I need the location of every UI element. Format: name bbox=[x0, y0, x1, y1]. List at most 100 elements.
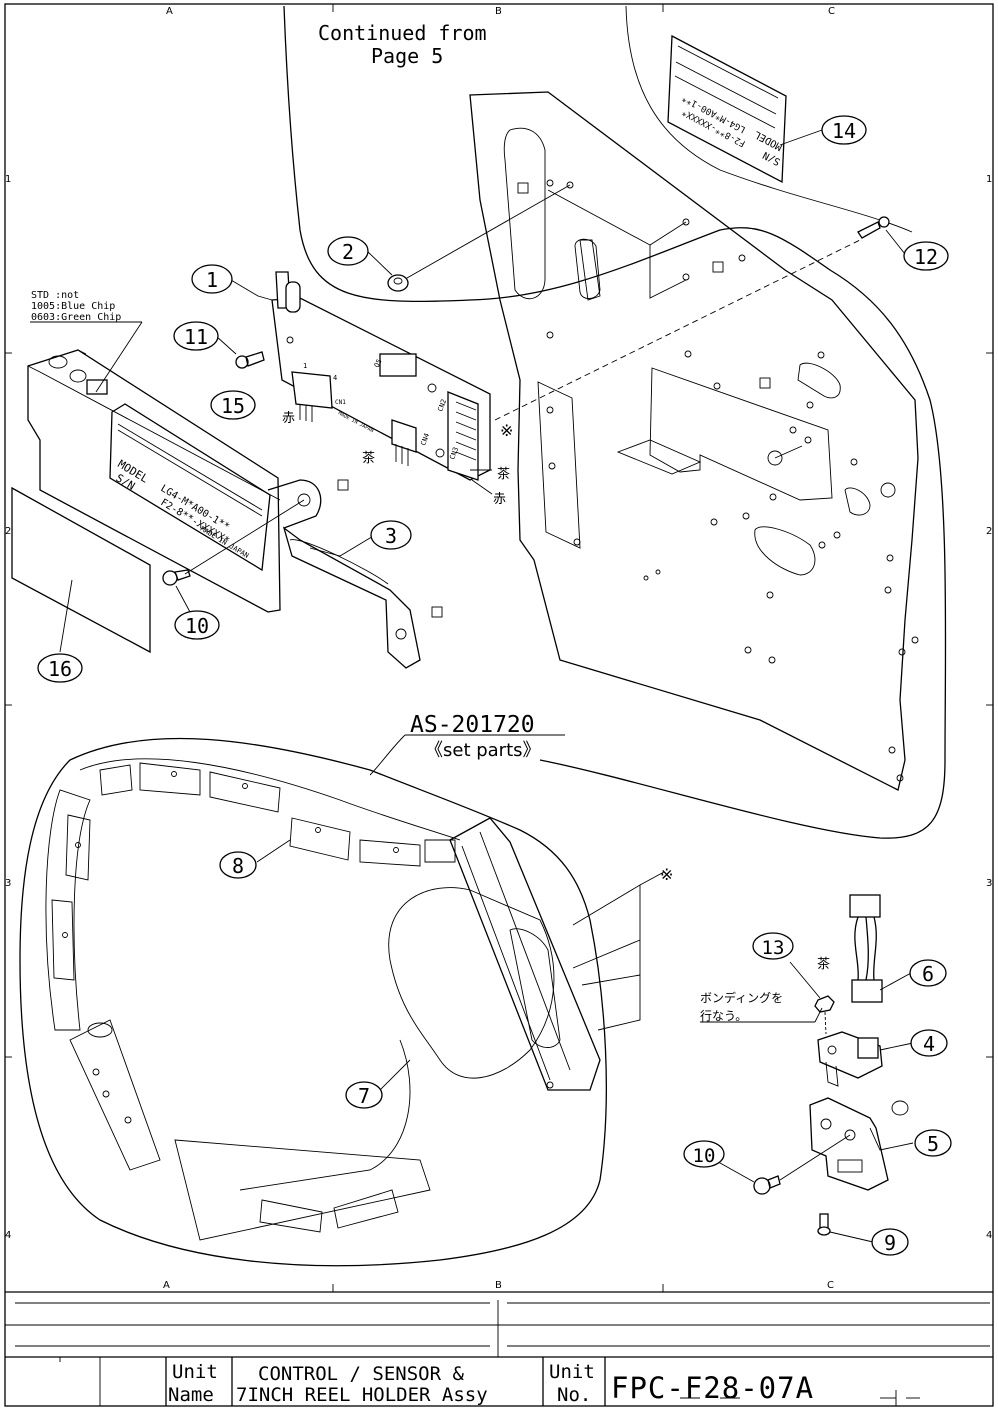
col-label-a-top: A bbox=[166, 6, 173, 17]
unit-name-label-1: Unit bbox=[172, 1361, 218, 1383]
callout-6: 6 bbox=[909, 959, 947, 987]
callout-2-text: 2 bbox=[342, 240, 354, 264]
row-label-3-right: 3 bbox=[986, 878, 992, 889]
wire-red-a: 赤 bbox=[282, 411, 295, 426]
callout-7-text: 7 bbox=[358, 1084, 370, 1108]
callout-5: 5 bbox=[914, 1129, 952, 1157]
callout-10-upper: 10 bbox=[174, 610, 220, 640]
callout-14: 14 bbox=[821, 115, 867, 145]
callout-13: 13 bbox=[752, 932, 794, 960]
callout-1: 1 bbox=[191, 264, 233, 294]
pcb-pin4-mark: 4 bbox=[333, 374, 337, 382]
label-14: MODEL LG4-M*A00-1** S/N F2-8**-XXXXX* bbox=[667, 34, 787, 184]
row-label-4-left: 4 bbox=[5, 1230, 11, 1241]
set-parts-code: AS-201720 bbox=[410, 712, 535, 738]
continued-region-inner-line bbox=[625, 5, 913, 233]
callout-leaders bbox=[59, 129, 914, 1243]
callout-15-text: 15 bbox=[221, 394, 245, 418]
row-label-1-right: 1 bbox=[986, 174, 992, 185]
std-note-line1: STD :not bbox=[31, 290, 79, 301]
col-label-b-top: B bbox=[495, 6, 502, 17]
callout-2: 2 bbox=[327, 236, 369, 266]
screw-10-upper bbox=[162, 569, 191, 586]
screw-12 bbox=[857, 216, 890, 239]
callout-16-text: 16 bbox=[48, 657, 72, 681]
sensor-holder-body bbox=[27, 349, 443, 669]
row-label-2-right: 2 bbox=[986, 526, 992, 537]
nut-13 bbox=[814, 995, 835, 1035]
row-label-1-left: 1 bbox=[5, 174, 11, 185]
unit-name-label-2: Name bbox=[168, 1384, 214, 1406]
callout-8: 8 bbox=[219, 851, 257, 879]
row-label-4-right: 4 bbox=[986, 1230, 992, 1241]
callout-11: 11 bbox=[173, 321, 219, 351]
unit-name-line1: CONTROL / SENSOR & bbox=[258, 1363, 464, 1385]
title-block-tick-marks bbox=[680, 1390, 920, 1406]
callout-10-upper-text: 10 bbox=[185, 614, 209, 638]
pcb-q5-mark: Q5 bbox=[373, 358, 384, 369]
pcb-cn2-mark: CN2 bbox=[436, 398, 448, 413]
drawing-border bbox=[4, 3, 994, 1407]
callout-8-text: 8 bbox=[232, 854, 244, 878]
unit-no-label-1: Unit bbox=[549, 1361, 595, 1383]
pcb-made-mark: MADE IN JAPAN bbox=[337, 410, 374, 434]
label14-model-text: MODEL bbox=[753, 128, 785, 152]
bond-note-line1: ボンディングを bbox=[700, 990, 783, 1005]
callout-11-text: 11 bbox=[184, 325, 208, 349]
callout-10-lower-text: 10 bbox=[693, 1145, 716, 1167]
callout-5-text: 5 bbox=[927, 1132, 939, 1156]
wire-brown-a: 茶 bbox=[362, 450, 375, 466]
label-16 bbox=[11, 486, 151, 654]
reel-holder bbox=[19, 737, 607, 1267]
pcb-cn3-mark: CN3 bbox=[448, 446, 460, 461]
wire-red-b: 赤 bbox=[493, 492, 506, 507]
pcb-pin1-mark: 1 bbox=[303, 362, 307, 370]
unit-name-line2: 7INCH REEL HOLDER Assy bbox=[236, 1384, 488, 1406]
callout-3: 3 bbox=[370, 520, 412, 550]
unit-no-value: FPC-F28-07A bbox=[611, 1371, 814, 1405]
pcb-board: Q5 CN1 CN2 CN4 CN3 MADE IN JAPAN 1 4 bbox=[271, 271, 493, 495]
callout-9: 9 bbox=[871, 1228, 909, 1256]
col-label-c-top: C bbox=[828, 6, 835, 17]
unit-no-label-2: No. bbox=[557, 1384, 591, 1406]
pcb-cn4-mark: CN4 bbox=[419, 432, 431, 447]
title-block bbox=[5, 1300, 993, 1406]
asterisk-mark-lower: ※ bbox=[660, 865, 673, 884]
std-note-line3: 0603:Green Chip bbox=[31, 312, 121, 323]
mount-bracket-5 bbox=[809, 1097, 909, 1191]
grid-ticks bbox=[5, 4, 993, 1292]
callout-9-text: 9 bbox=[884, 1231, 896, 1255]
sensor-cable-6 bbox=[849, 894, 883, 1003]
callout-15: 15 bbox=[210, 390, 256, 420]
callout-6-text: 6 bbox=[922, 962, 934, 986]
col-label-a-bottom: A bbox=[163, 1280, 170, 1291]
continued-from-text: Continued from bbox=[318, 21, 487, 45]
callout-16: 16 bbox=[37, 653, 83, 683]
alignment-dash-line bbox=[494, 239, 861, 421]
std-note-line2: 1005:Blue Chip bbox=[31, 301, 115, 312]
bracket-plate bbox=[469, 91, 919, 791]
callout-12: 12 bbox=[903, 241, 949, 271]
row-label-3-left: 3 bbox=[5, 878, 11, 889]
callout-12-text: 12 bbox=[914, 245, 938, 269]
asterisk-mark-upper: ※ bbox=[500, 421, 513, 440]
callout-14-text: 14 bbox=[832, 119, 856, 143]
set-parts-note: 《set parts》 bbox=[425, 740, 541, 761]
callout-13-text: 13 bbox=[762, 937, 785, 959]
screw-11 bbox=[235, 351, 265, 369]
bond-note-line2: 行なう。 bbox=[700, 1009, 747, 1023]
continued-page-text: Page 5 bbox=[371, 44, 443, 68]
callout-4: 4 bbox=[910, 1029, 948, 1057]
callout-3-text: 3 bbox=[385, 524, 397, 548]
callout-10-lower: 10 bbox=[683, 1140, 725, 1168]
col-label-b-bottom: B bbox=[495, 1280, 502, 1291]
wire-brown-b: 茶 bbox=[497, 466, 510, 482]
callout-4-text: 4 bbox=[923, 1032, 935, 1056]
continued-region-outline bbox=[283, 5, 947, 839]
spacer-2 bbox=[387, 274, 409, 292]
sensor-4 bbox=[817, 1031, 883, 1087]
label-15: MODEL LG4-M*A00-1** S/N F2-8**-XXXXX* MA… bbox=[109, 403, 271, 572]
wire-brown-c: 茶 bbox=[817, 956, 830, 972]
callout-7: 7 bbox=[345, 1081, 383, 1109]
